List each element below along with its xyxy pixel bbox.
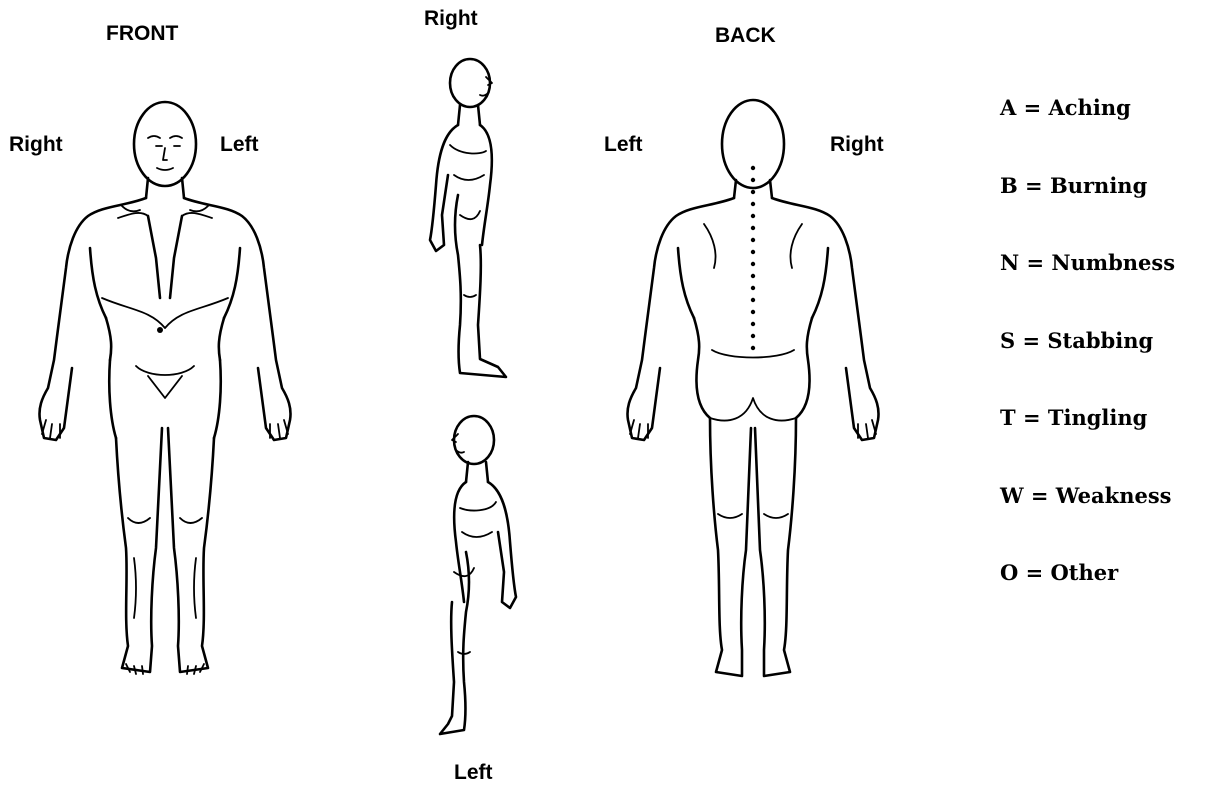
front-body-figure <box>30 98 300 680</box>
side-top-label: Right <box>424 8 478 29</box>
legend-item-burning: B = Burning <box>1000 171 1212 249</box>
legend-item-weakness: W = Weakness <box>1000 481 1212 559</box>
side-body-figure-right <box>420 55 520 385</box>
legend-item-numbness: N = Numbness <box>1000 248 1212 326</box>
legend-item-tingling: T = Tingling <box>1000 403 1212 481</box>
back-body-figure <box>618 98 888 688</box>
legend-item-aching: A = Aching <box>1000 93 1212 171</box>
legend-item-other: O = Other <box>1000 558 1212 636</box>
side-body-figure-left <box>430 412 525 740</box>
side-bottom-label: Left <box>454 762 493 783</box>
back-title: BACK <box>715 25 776 46</box>
legend-item-stabbing: S = Stabbing <box>1000 326 1212 404</box>
spine-dots <box>751 166 755 350</box>
front-title: FRONT <box>106 23 178 44</box>
symptom-legend: A = Aching B = Burning N = Numbness S = … <box>1000 93 1212 636</box>
